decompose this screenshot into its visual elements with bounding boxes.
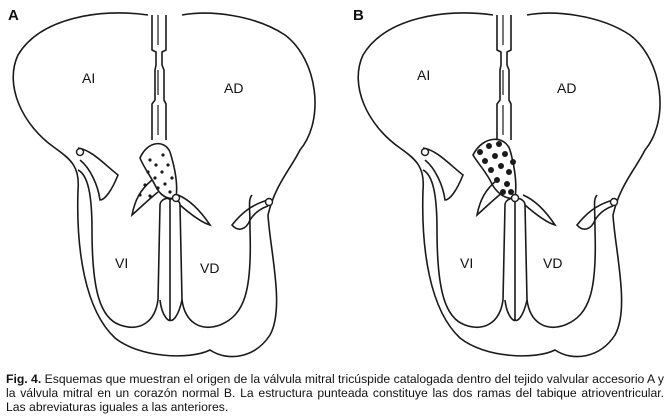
panel-a: A AI AD VI VD [8, 7, 316, 358]
panel-a-label: A [8, 7, 19, 24]
caption-label: Fig. 4. [6, 372, 42, 386]
panel-a-label-ai: AI [82, 70, 95, 86]
panel-a-label-ad: AD [224, 80, 243, 96]
panel-b-label-vi: VI [460, 255, 473, 271]
figure-caption: Fig. 4. Esquemas que muestran el origen … [6, 372, 664, 414]
panel-b-septal-node [510, 193, 520, 203]
caption-text: Esquemas que muestran el origen de la vá… [6, 372, 664, 414]
panel-b-label-ai: AI [417, 67, 430, 83]
panel-b-label: B [353, 7, 364, 24]
panel-a-label-vi: VI [115, 255, 128, 271]
panel-a-accessory-tissue [139, 142, 178, 200]
panel-b-accessory-tissue [472, 138, 517, 200]
panel-a-label-vd: VD [200, 260, 219, 276]
panel-a-septal-node [171, 193, 181, 203]
panel-b-label-ad: AD [557, 80, 576, 96]
figure-diagrams: A AI AD VI VD B [8, 7, 661, 358]
panel-b-label-vd: VD [543, 255, 562, 271]
panel-b-dots [477, 141, 516, 195]
panel-b: B AI AD VI VD [353, 7, 661, 358]
panel-a-dots [138, 153, 174, 198]
